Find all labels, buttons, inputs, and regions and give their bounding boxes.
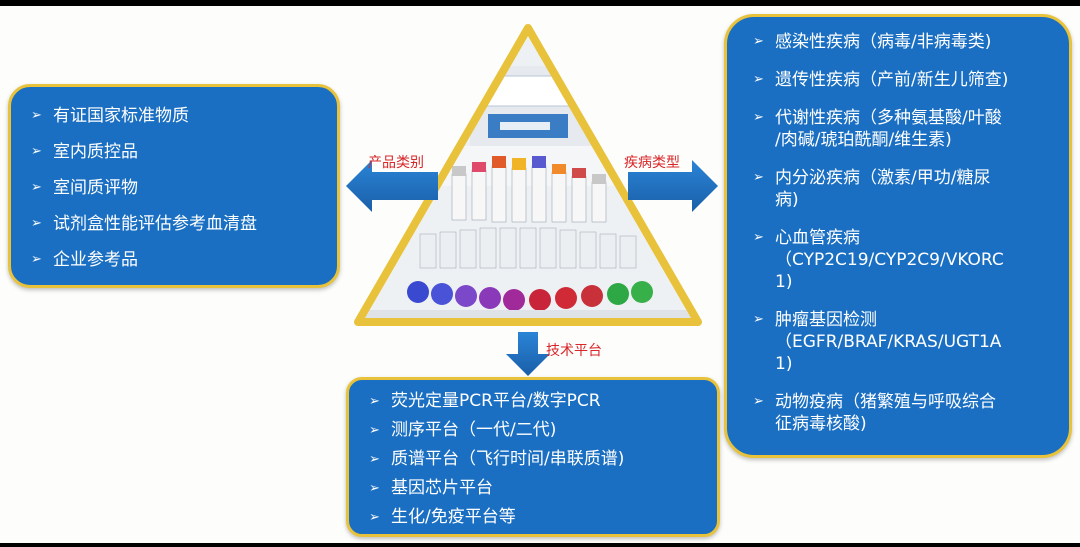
- bullet-icon: ➢: [753, 312, 764, 327]
- list-item: ➢试剂盒性能评估参考血清盘: [31, 214, 257, 234]
- list-item: ➢内分泌疾病（激素/甲功/糖尿 病): [753, 168, 991, 210]
- bullet-icon: ➢: [31, 108, 42, 123]
- diagram-canvas: 产品类别 疾病类型 技术平台 ➢有证国家标准物质 ➢室内质控品 ➢室间质评物 ➢…: [0, 6, 1080, 543]
- bullet-icon: ➢: [31, 252, 42, 267]
- label-disease-types: 疾病类型: [624, 155, 680, 171]
- list-item: ➢感染性疾病（病毒/非病毒类): [753, 32, 992, 52]
- product-categories-list: ➢有证国家标准物质 ➢室内质控品 ➢室间质评物 ➢试剂盒性能评估参考血清盘 ➢企…: [25, 105, 327, 271]
- list-item: ➢室间质评物: [31, 178, 138, 198]
- vials-photo: [354, 24, 702, 326]
- list-item: ➢企业参考品: [31, 250, 138, 270]
- arrow-left-icon: [346, 160, 438, 212]
- list-item: ➢代谢性疾病（多种氨基酸/叶酸 /肉碱/琥珀酰酮/维生素): [753, 108, 1002, 150]
- product-categories-panel: ➢有证国家标准物质 ➢室内质控品 ➢室间质评物 ➢试剂盒性能评估参考血清盘 ➢企…: [8, 84, 340, 288]
- list-item: ➢荧光定量PCR平台/数字PCR: [369, 391, 601, 411]
- bullet-icon: ➢: [753, 110, 764, 125]
- list-item: ➢室内质控品: [31, 142, 138, 162]
- bullet-icon: ➢: [753, 72, 764, 87]
- list-item: ➢质谱平台（飞行时间/串联质谱): [369, 449, 625, 469]
- list-item: ➢动物疫病（猪繁殖与呼吸综合 征病毒核酸): [753, 392, 996, 434]
- center-graphic: [346, 24, 718, 376]
- bullet-icon: ➢: [31, 144, 42, 159]
- bullet-icon: ➢: [369, 510, 380, 525]
- bullet-icon: ➢: [753, 170, 764, 185]
- bullet-icon: ➢: [369, 452, 380, 467]
- bullet-icon: ➢: [753, 394, 764, 409]
- bullet-icon: ➢: [753, 34, 764, 49]
- arrow-down-icon: [506, 332, 550, 376]
- label-tech-platforms: 技术平台: [546, 343, 602, 359]
- bullet-icon: ➢: [31, 180, 42, 195]
- disease-types-list: ➢感染性疾病（病毒/非病毒类) ➢遗传性疾病（产前/新生儿筛查) ➢代谢性疾病（…: [747, 31, 1055, 435]
- label-product-categories: 产品类别: [368, 155, 424, 171]
- bullet-icon: ➢: [369, 394, 380, 409]
- arrow-right-icon: [628, 160, 718, 212]
- list-item: ➢生化/免疫平台等: [369, 507, 516, 527]
- tech-platforms-panel: ➢荧光定量PCR平台/数字PCR ➢测序平台（一代/二代) ➢质谱平台（飞行时间…: [346, 377, 720, 537]
- list-item: ➢有证国家标准物质: [31, 106, 189, 126]
- list-item: ➢遗传性疾病（产前/新生儿筛查): [753, 70, 1009, 90]
- tech-platforms-list: ➢荧光定量PCR平台/数字PCR ➢测序平台（一代/二代) ➢质谱平台（飞行时间…: [363, 390, 707, 529]
- list-item: ➢肿瘤基因检测 （EGFR/BRAF/KRAS/UGT1A 1): [753, 310, 1002, 374]
- bullet-icon: ➢: [369, 481, 380, 496]
- bullet-icon: ➢: [369, 423, 380, 438]
- disease-types-panel: ➢感染性疾病（病毒/非病毒类) ➢遗传性疾病（产前/新生儿筛查) ➢代谢性疾病（…: [724, 14, 1072, 458]
- list-item: ➢测序平台（一代/二代): [369, 420, 557, 440]
- bullet-icon: ➢: [31, 216, 42, 231]
- list-item: ➢基因芯片平台: [369, 478, 493, 498]
- bullet-icon: ➢: [753, 230, 764, 245]
- list-item: ➢心血管疾病 （CYP2C19/CYP2C9/VKORC 1): [753, 228, 1004, 292]
